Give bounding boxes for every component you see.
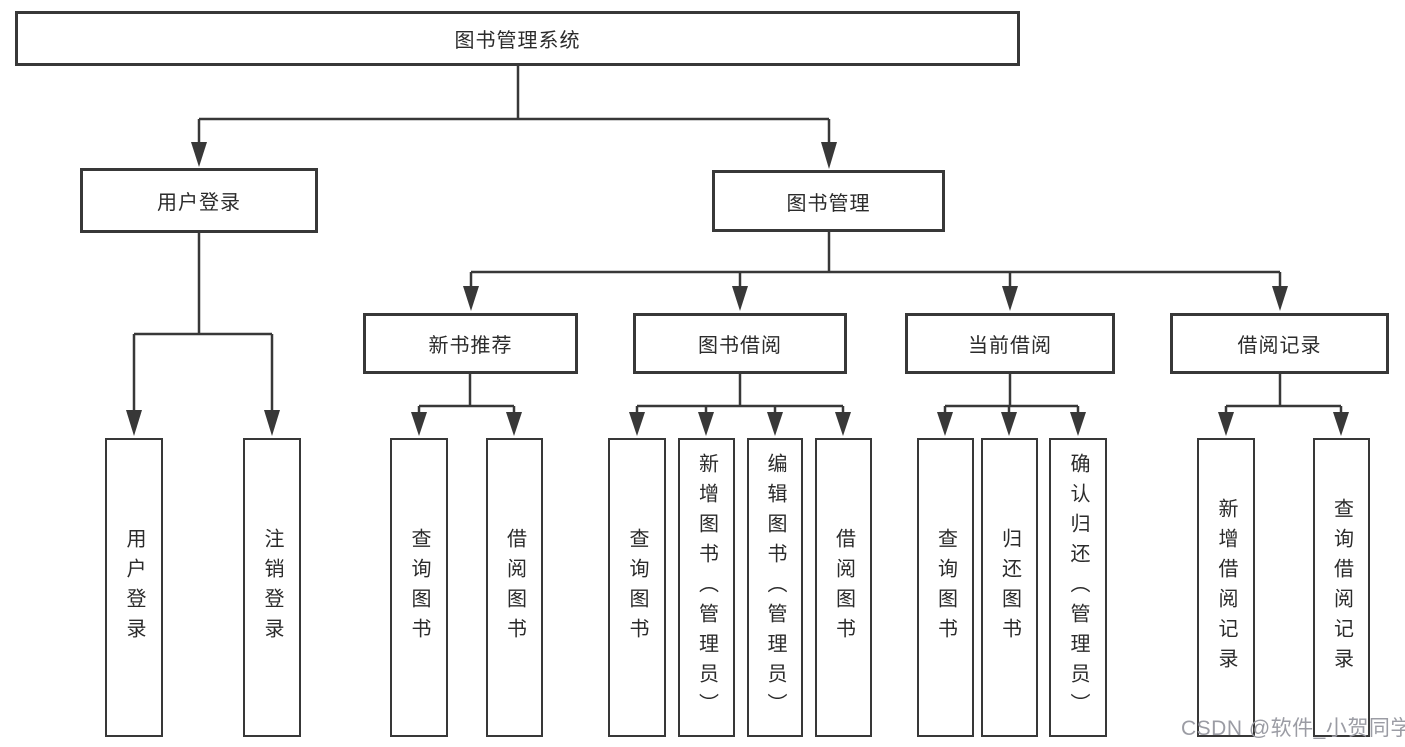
node-new-book-recommendation: 新书推荐: [363, 313, 578, 374]
leaf-borrowing-borrow-books: 借阅图书: [815, 438, 872, 737]
leaf-records-query-record: 查询借阅记录: [1313, 438, 1370, 737]
leaf-current-query-books: 查询图书: [917, 438, 974, 737]
connector-current-borrowing-to-leaves: [937, 374, 1086, 436]
leaf-user-login-label: 用户登录: [123, 527, 145, 648]
connector-new-book-to-leaves: [411, 374, 522, 436]
leaf-borrowing-add-books-admin: 新增图书（管理员）: [678, 438, 735, 737]
leaf-newbook-query-books-label: 查询图书: [408, 527, 430, 648]
leaf-borrowing-query-books-label: 查询图书: [626, 527, 648, 648]
node-user-login: 用户登录: [80, 168, 318, 233]
leaf-newbook-borrow-books-label: 借阅图书: [503, 527, 526, 648]
leaf-newbook-query-books: 查询图书: [390, 438, 448, 737]
leaf-current-confirm-return-admin-label: 确认归还（管理员）: [1067, 452, 1089, 723]
leaf-current-return-books: 归还图书: [981, 438, 1038, 737]
leaf-logout: 注销登录: [243, 438, 301, 737]
leaf-borrowing-borrow-books-label: 借阅图书: [832, 527, 855, 648]
connector-book-management-to-level3: [463, 232, 1288, 311]
leaf-current-query-books-label: 查询图书: [934, 527, 957, 648]
node-book-borrowing: 图书借阅: [633, 313, 847, 374]
leaf-borrowing-edit-books-admin-label: 编辑图书（管理员）: [764, 452, 786, 723]
leaf-borrowing-edit-books-admin: 编辑图书（管理员）: [747, 438, 803, 737]
leaf-records-add-record-label: 新增借阅记录: [1215, 497, 1237, 678]
leaf-current-return-books-label: 归还图书: [998, 527, 1021, 648]
node-borrowing-records: 借阅记录: [1170, 313, 1389, 374]
leaf-borrowing-add-books-admin-label: 新增图书（管理员）: [695, 452, 718, 723]
connector-borrowing-records-to-leaves: [1218, 374, 1349, 436]
node-book-management: 图书管理: [712, 170, 945, 232]
connector-root-to-level2: [191, 66, 837, 169]
leaf-current-confirm-return-admin: 确认归还（管理员）: [1049, 438, 1107, 737]
leaf-borrowing-query-books: 查询图书: [608, 438, 666, 737]
connector-user-login-to-leaves: [126, 233, 280, 436]
leaf-logout-label: 注销登录: [261, 527, 283, 648]
node-current-borrowing: 当前借阅: [905, 313, 1115, 374]
leaf-user-login: 用户登录: [105, 438, 163, 737]
leaf-records-add-record: 新增借阅记录: [1197, 438, 1255, 737]
leaf-records-query-record-label: 查询借阅记录: [1330, 497, 1353, 678]
connector-book-borrowing-to-leaves: [629, 374, 851, 436]
watermark: CSDN @软件_小贺同学: [1181, 717, 1405, 740]
node-library-management-system: 图书管理系统: [15, 11, 1020, 66]
leaf-newbook-borrow-books: 借阅图书: [486, 438, 543, 737]
